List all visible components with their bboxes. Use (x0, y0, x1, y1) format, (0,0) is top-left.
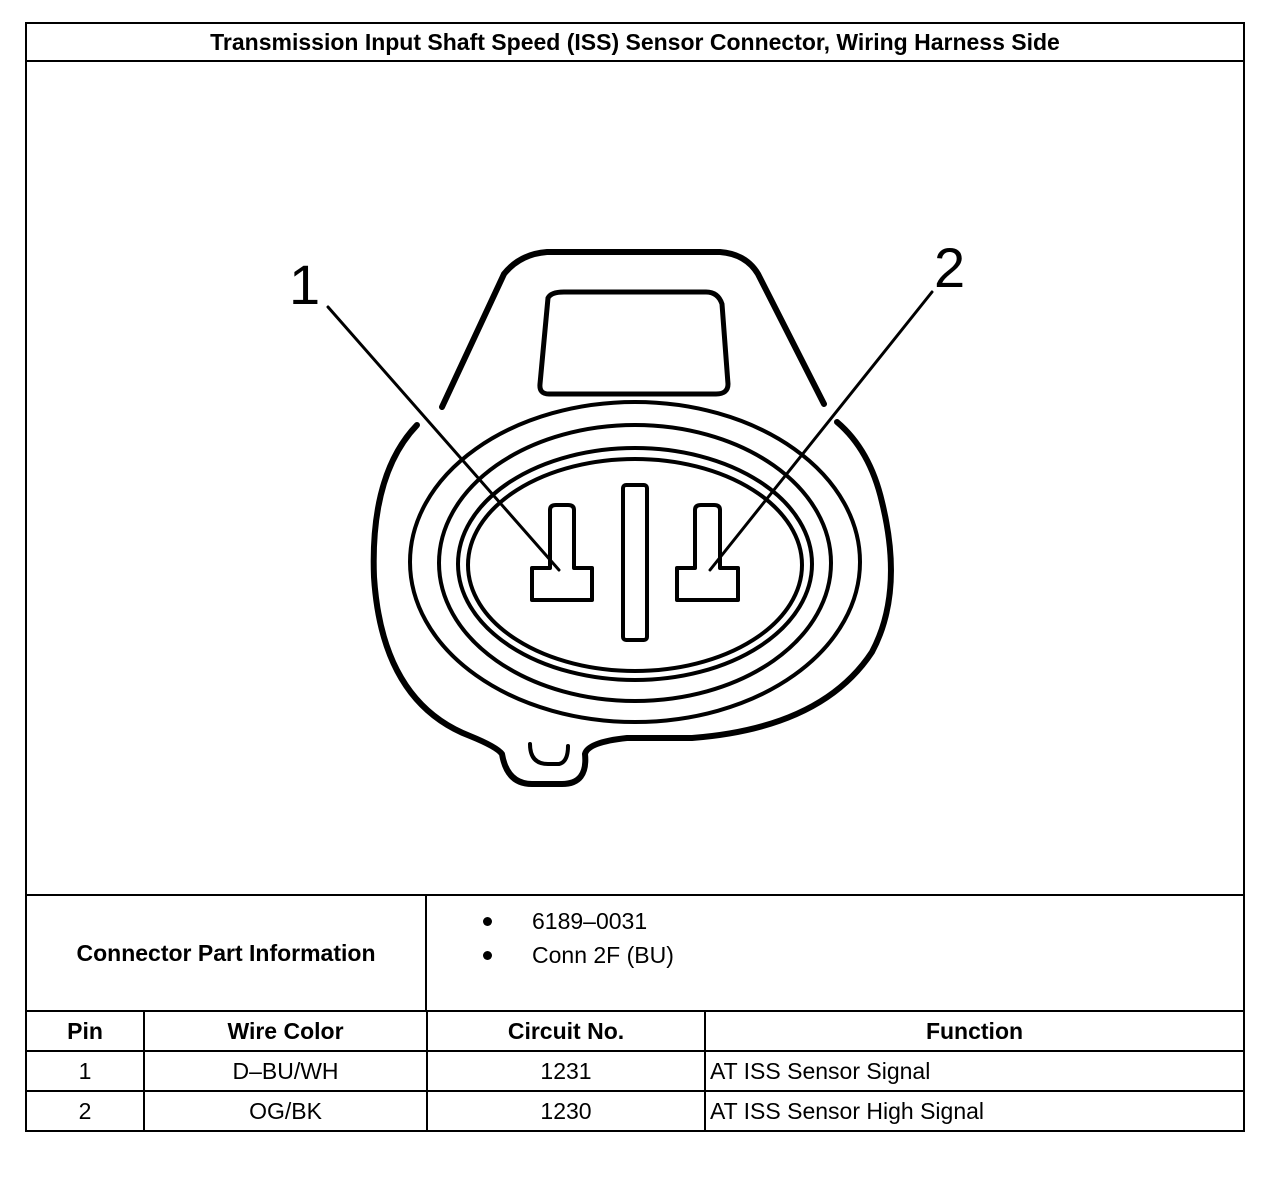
center-divider-rib (621, 483, 649, 642)
table-row: 1 D–BU/WH 1231 AT ISS Sensor Signal (27, 1051, 1243, 1092)
seal-ring-middle (437, 423, 833, 703)
part-info-list-cell: 6189–0031 Conn 2F (BU) (427, 896, 1243, 1010)
pin-table-header-row: Pin Wire Color Circuit No. Function (27, 1012, 1243, 1052)
cell-wire-color: OG/BK (144, 1091, 428, 1130)
callout-2: 2 (934, 236, 965, 299)
part-info-label: Connector Part Information (27, 896, 427, 1010)
terminal-1 (530, 503, 594, 602)
callout-1: 1 (289, 253, 320, 316)
cell-function: AT ISS Sensor High Signal (710, 1097, 985, 1124)
terminal-2 (675, 503, 740, 602)
connector-description: Conn 2F (BU) (532, 942, 674, 968)
cell-pin: 1 (27, 1051, 145, 1092)
bullet-icon (483, 951, 492, 960)
seal-ring-outer (408, 400, 862, 724)
connector-key-bump (528, 742, 570, 766)
cell-wire-color: D–BU/WH (144, 1051, 428, 1092)
terminal-cavity (466, 457, 804, 673)
part-number: 6189–0031 (532, 908, 648, 934)
diagram-title: Transmission Input Shaft Speed (ISS) Sen… (27, 24, 1243, 62)
header-pin: Pin (27, 1012, 145, 1052)
cell-circuit: 1230 (427, 1091, 706, 1130)
connector-lock-tab (537, 289, 731, 397)
header-wire-color: Wire Color (144, 1012, 428, 1052)
cell-pin: 2 (27, 1091, 145, 1130)
connector-sheet: Transmission Input Shaft Speed (ISS) Sen… (25, 22, 1245, 1132)
cell-function: AT ISS Sensor Signal (705, 1051, 1243, 1092)
seal-ring-inner (456, 446, 814, 682)
connector-drawing: 1 2 (289, 236, 965, 787)
header-circuit: Circuit No. (427, 1012, 706, 1052)
header-function: Function (705, 1012, 1243, 1052)
leader-line-2 (708, 290, 934, 572)
table-row: 2 OG/BK 1230 AT ISS Sensor High Signal (27, 1091, 1243, 1130)
leader-line-1 (326, 305, 561, 572)
connector-hood-outline (439, 249, 827, 410)
connector-figure: 1 2 (27, 62, 1243, 896)
connector-part-info: Connector Part Information 6189–0031 Con… (27, 896, 1243, 1012)
cell-circuit: 1231 (427, 1051, 706, 1092)
connector-body-shell (370, 419, 894, 787)
bullet-icon (483, 917, 492, 926)
pin-table: Pin Wire Color Circuit No. Function 1 D–… (27, 1012, 1243, 1130)
